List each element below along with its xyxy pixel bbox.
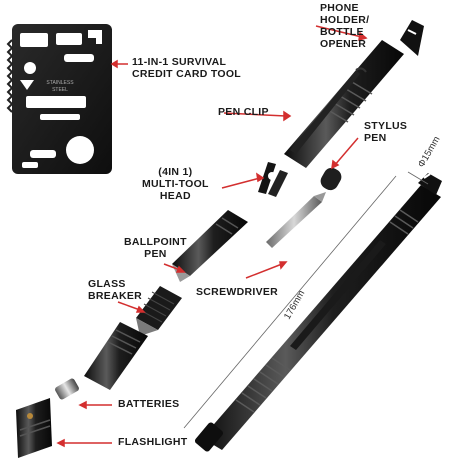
- batteries: [55, 378, 79, 400]
- card-stamp-line-1: STAINLESS: [46, 80, 74, 86]
- label-glass-breaker: GLASS BREAKER: [88, 278, 142, 302]
- label-phone-holder: PHONE HOLDER/ BOTTLE OPENER: [320, 2, 369, 50]
- callout-arrows: [56, 25, 368, 448]
- label-multi-tool-head-line-2: MULTI-TOOL: [142, 178, 209, 190]
- label-batteries: BATTERIES: [118, 398, 179, 410]
- stylus-cap: [320, 167, 342, 191]
- label-stylus-pen-line-1: STYLUS: [364, 120, 408, 132]
- label-card-tool: 11-IN-1 SURVIVAL CREDIT CARD TOOL: [132, 56, 241, 80]
- glass-breaker: [136, 286, 182, 336]
- survival-card-tool: [6, 24, 112, 174]
- label-glass-breaker-line-1: GLASS: [88, 278, 126, 290]
- middle-tube: [84, 322, 148, 390]
- label-multi-tool-head: (4IN 1) MULTI-TOOL HEAD: [142, 166, 209, 202]
- label-phone-holder-line-2: HOLDER/: [320, 14, 370, 26]
- label-flashlight: FLASHLIGHT: [118, 436, 188, 448]
- label-ballpoint-pen: BALLPOINT PEN: [124, 236, 187, 260]
- label-screwdriver-line-1: SCREWDRIVER: [196, 286, 279, 298]
- label-glass-breaker-line-2: BREAKER: [88, 290, 143, 302]
- dimension-lines: [183, 171, 429, 429]
- label-phone-holder-line-4: OPENER: [320, 38, 367, 50]
- label-screwdriver: SCREWDRIVER: [196, 286, 278, 298]
- assembled-pen: [194, 173, 442, 452]
- multi-tool-head: [258, 162, 288, 197]
- label-multi-tool-head-line-1: (4IN 1): [158, 166, 193, 178]
- label-phone-holder-line-3: BOTTLE: [320, 26, 364, 38]
- label-ballpoint-pen-line-1: BALLPOINT: [124, 236, 187, 248]
- pen-top-barrel: [284, 20, 424, 168]
- label-phone-holder-line-1: PHONE: [320, 2, 359, 14]
- label-flashlight-line-1: FLASHLIGHT: [118, 436, 188, 448]
- label-card-tool-line-1: 11-IN-1 SURVIVAL: [132, 56, 227, 68]
- label-ballpoint-pen-line-2: PEN: [144, 248, 167, 260]
- flashlight: [16, 398, 52, 458]
- label-stylus-pen: STYLUS PEN: [364, 120, 407, 144]
- label-pen-clip: PEN CLIP: [218, 106, 269, 118]
- label-multi-tool-head-line-3: HEAD: [159, 190, 191, 202]
- label-card-tool-line-2: CREDIT CARD TOOL: [132, 68, 242, 80]
- screwdriver-bit: [266, 192, 326, 248]
- label-stylus-pen-line-2: PEN: [364, 132, 387, 144]
- label-batteries-line-1: BATTERIES: [118, 398, 180, 410]
- label-pen-clip-line-1: PEN CLIP: [218, 106, 269, 118]
- card-stamp-line-2: STEEL: [52, 87, 68, 93]
